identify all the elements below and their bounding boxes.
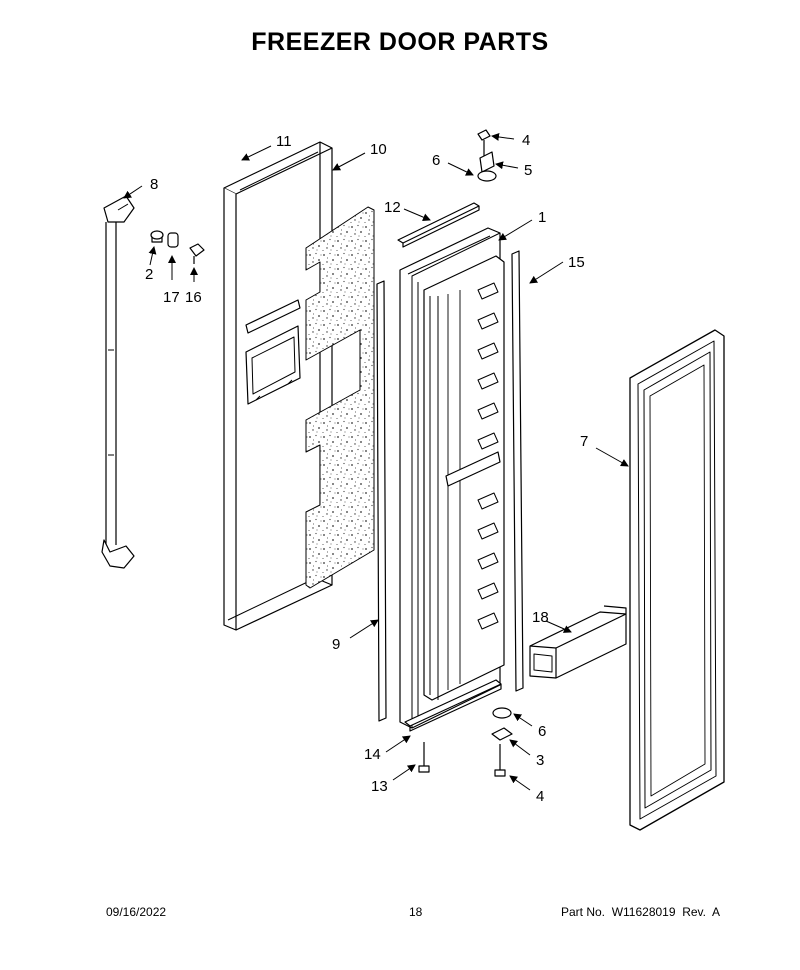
callout-14: 14 (364, 746, 381, 763)
callout-18: 18 (532, 609, 549, 626)
callout-11: 11 (276, 133, 292, 150)
callout-3: 3 (536, 752, 544, 769)
callout-4-bottom: 4 (536, 788, 544, 805)
vertical-trim-part (376, 280, 387, 722)
dispenser-opening (245, 299, 301, 405)
door-handle-part (101, 195, 135, 569)
footer-part-info: Part No. W11628019 Rev. A (561, 905, 720, 919)
callout-12: 12 (384, 199, 401, 216)
callout-9: 9 (332, 636, 340, 653)
door-inner-assembly (399, 227, 505, 729)
callout-7: 7 (580, 433, 588, 450)
callout-5: 5 (524, 162, 532, 179)
door-gasket-part (629, 329, 725, 831)
bottom-hinge-bracket (404, 679, 502, 732)
bottom-hinge-hardware (418, 707, 513, 777)
callout-8: 8 (150, 176, 158, 193)
callout-10: 10 (370, 141, 387, 158)
callout-15: 15 (568, 254, 585, 271)
top-hinge-hardware (477, 129, 497, 182)
callout-6-bottom: 6 (538, 723, 546, 740)
insulation-foam-panel (305, 206, 375, 589)
part-number: W11628019 (611, 905, 676, 919)
right-trim-part (511, 250, 524, 692)
door-bin-part (529, 605, 627, 679)
callout-4-top: 4 (522, 132, 530, 149)
door-shelf-ribs (477, 282, 499, 630)
part-number-label: Part No. (561, 905, 606, 919)
revision: Rev. A (682, 905, 720, 919)
page-title: FREEZER DOOR PARTS (251, 28, 549, 56)
handle-hardware-parts (150, 230, 205, 264)
callout-labels: 11 10 4 6 5 8 12 1 15 2 17 16 7 18 9 6 1… (145, 132, 588, 805)
leader-arrows (123, 132, 629, 791)
callout-2: 2 (145, 266, 153, 283)
door-frame-part (223, 141, 333, 631)
callout-13: 13 (371, 778, 388, 795)
callout-16: 16 (185, 289, 202, 306)
footer-date: 09/16/2022 (106, 905, 167, 919)
top-hinge-bracket (397, 202, 480, 248)
callout-17: 17 (163, 289, 180, 306)
callout-1: 1 (538, 209, 546, 226)
callout-6-top: 6 (432, 152, 440, 169)
footer-page-number: 18 (409, 905, 423, 919)
